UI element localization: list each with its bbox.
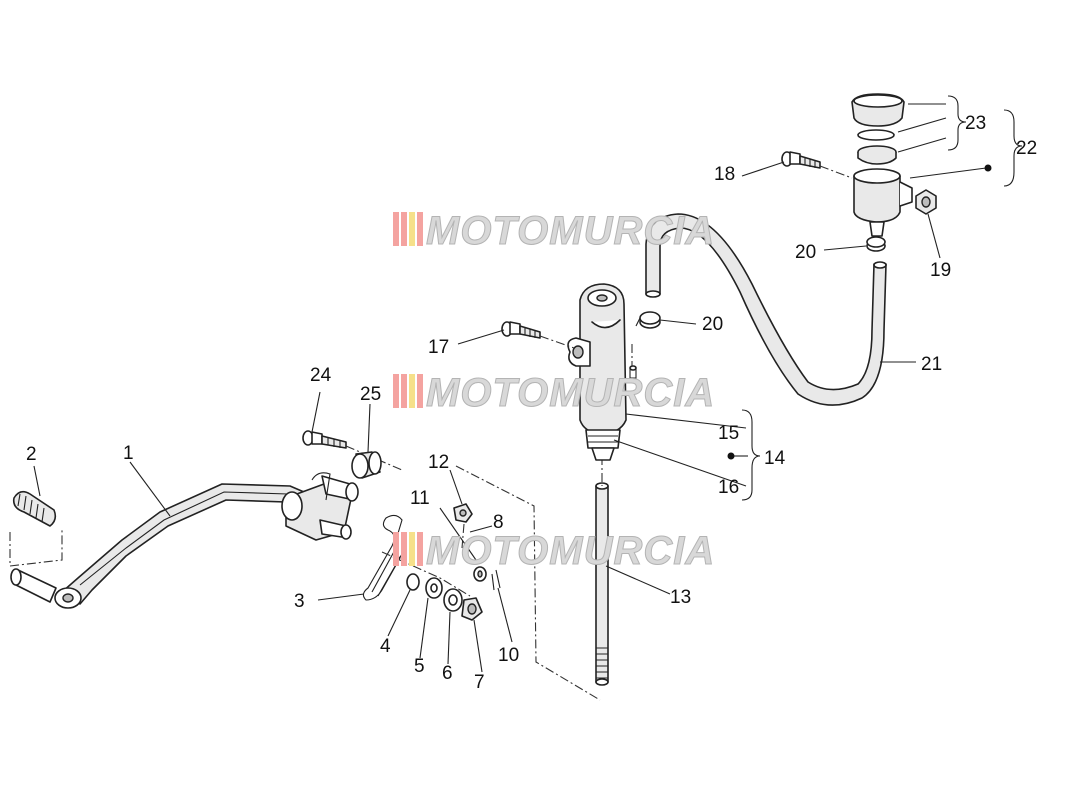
callout-6: 6: [442, 663, 453, 684]
reservoir-bolt: [781, 151, 853, 179]
callout-20-upper: 20: [795, 242, 816, 263]
callout-20-lower: 20: [702, 314, 723, 335]
callout-22: 22: [1016, 138, 1037, 159]
watermark-text-bottom: MOTOMURCIA: [426, 529, 715, 573]
callout-17: 17: [428, 337, 449, 358]
callout-23: 23: [965, 113, 986, 134]
bushing: [351, 451, 382, 479]
callout-labels: 1 2 3 4 5 6 7 8 10 11 12 13 14 15 16 17 …: [26, 113, 1037, 693]
callout-7: 7: [474, 672, 485, 693]
callout-25: 25: [360, 384, 381, 405]
mount-bolt-17: [501, 321, 575, 349]
callout-11: 11: [410, 488, 430, 509]
hose-clamp-lower: [635, 311, 661, 329]
pushrod: [595, 456, 609, 686]
callout-1: 1: [123, 443, 134, 464]
brake-pedal-lever: [10, 472, 359, 609]
callout-14: 14: [764, 448, 786, 469]
pivot-bolt: [302, 430, 403, 471]
callout-2: 2: [26, 444, 37, 465]
callout-19: 19: [930, 260, 951, 281]
callout-24: 24: [310, 365, 332, 386]
callout-21: 21: [921, 354, 942, 375]
callout-4: 4: [380, 636, 391, 657]
brake-fluid-hose: [645, 213, 887, 406]
bullet-dot-22: [984, 164, 992, 172]
callout-18: 18: [714, 164, 735, 185]
callout-8: 8: [493, 512, 504, 533]
callout-16: 16: [718, 477, 739, 498]
watermark-text-middle: MOTOMURCIA: [426, 371, 715, 415]
callout-5: 5: [414, 656, 425, 677]
hardware-stack: [381, 465, 601, 701]
bullet-dot-14: [727, 452, 735, 460]
pedal-rubber-pad: [9, 490, 63, 567]
hose-clamp-upper: [866, 236, 886, 252]
leader-lines: [33, 95, 1023, 673]
callout-15: 15: [718, 423, 739, 444]
master-cylinder: [567, 283, 637, 461]
callout-3: 3: [294, 591, 305, 612]
callout-10: 10: [498, 645, 519, 666]
watermark-top: MOTOMURCIA: [393, 209, 715, 254]
watermark-bottom: MOTOMURCIA: [393, 529, 715, 574]
watermark-middle: MOTOMURCIA: [393, 371, 715, 416]
callout-13: 13: [670, 587, 691, 608]
reservoir-nut: [915, 189, 937, 215]
fluid-reservoir: [851, 93, 913, 237]
watermark-text-top: MOTOMURCIA: [426, 209, 715, 253]
callout-12: 12: [428, 452, 449, 473]
